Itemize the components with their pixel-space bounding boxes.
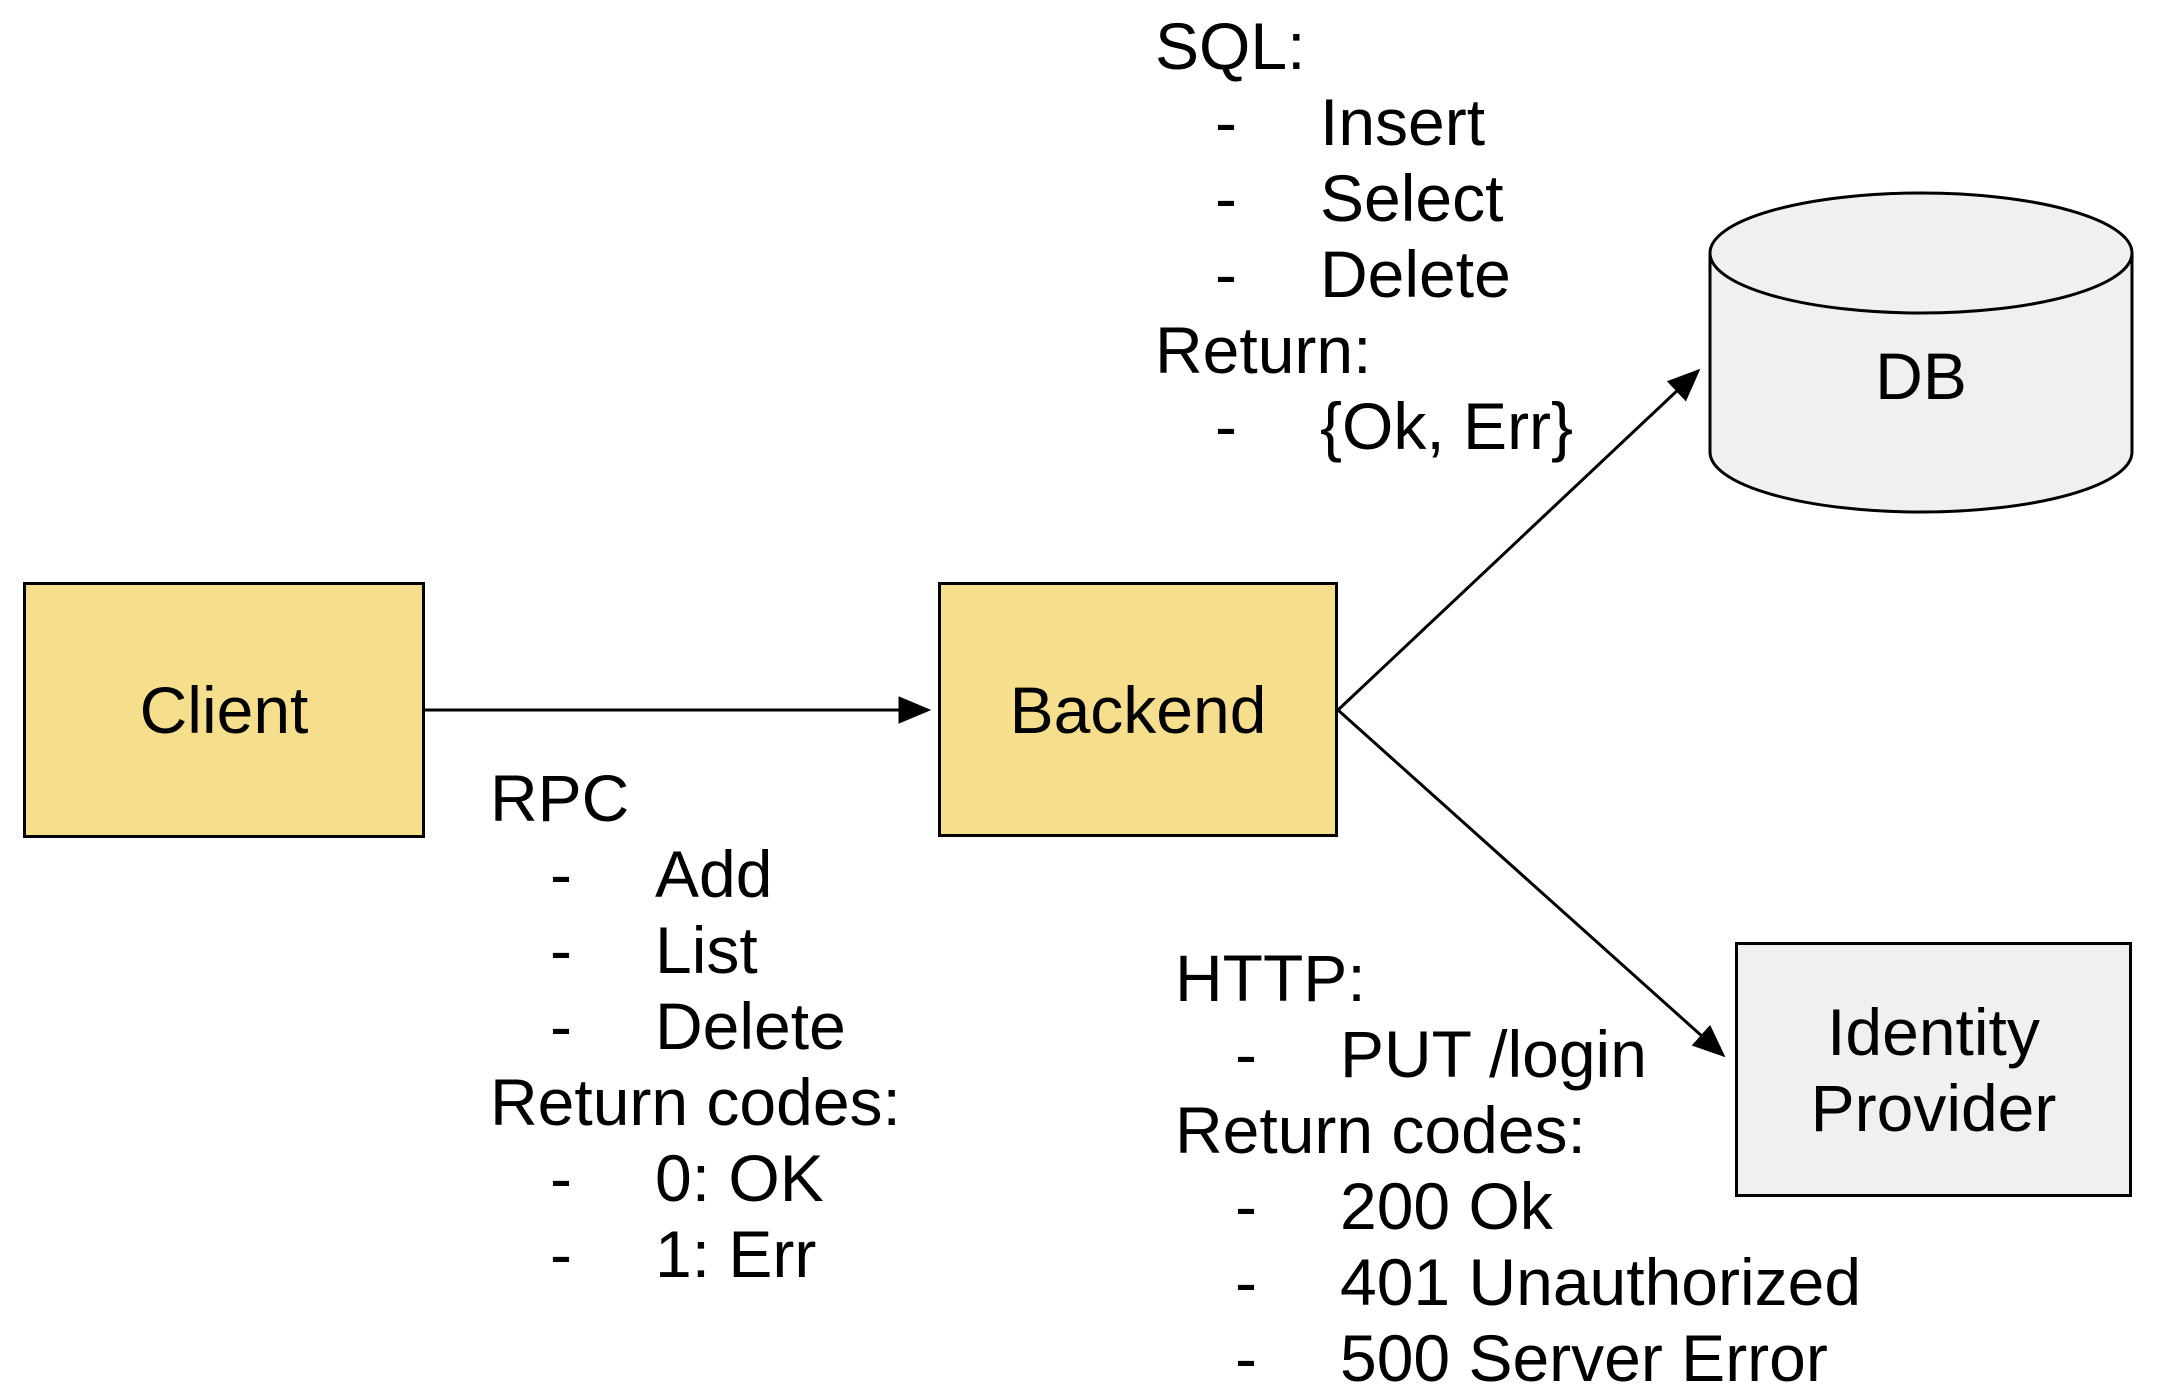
db-cylinder-body bbox=[1708, 253, 2134, 514]
node-client: Client bbox=[23, 582, 425, 838]
sql-return-title: Return: bbox=[1155, 313, 1372, 387]
sql-item: -Delete bbox=[1215, 237, 1511, 311]
db-cylinder-top bbox=[1708, 191, 2134, 315]
http-return-item: -401 Unauthorized bbox=[1235, 1245, 1862, 1319]
http-annotation: HTTP: -PUT /login Return codes: -200 Ok … bbox=[1175, 940, 1861, 1396]
node-identity-provider-label: Identity Provider bbox=[1810, 994, 2057, 1145]
rpc-item: -Delete bbox=[550, 989, 846, 1063]
rpc-item: -Add bbox=[550, 837, 773, 911]
node-backend-label: Backend bbox=[1009, 672, 1267, 747]
rpc-return-item: -0: OK bbox=[550, 1141, 824, 1215]
http-item: -PUT /login bbox=[1235, 1017, 1647, 1091]
sql-return-item: -{Ok, Err} bbox=[1215, 389, 1574, 463]
rpc-return-title: Return codes: bbox=[490, 1065, 901, 1139]
rpc-item: -List bbox=[550, 913, 758, 987]
sql-title: SQL: bbox=[1155, 9, 1306, 83]
rpc-return-item: -1: Err bbox=[550, 1217, 817, 1291]
sql-item: -Select bbox=[1215, 161, 1504, 235]
http-title: HTTP: bbox=[1175, 941, 1366, 1015]
rpc-annotation: RPC -Add -List -Delete Return codes: -0:… bbox=[490, 760, 901, 1292]
node-backend: Backend bbox=[938, 582, 1338, 837]
sql-item: -Insert bbox=[1215, 85, 1486, 159]
node-identity-provider: Identity Provider bbox=[1735, 942, 2132, 1197]
backend-to-db-arrow bbox=[1336, 368, 1701, 712]
sql-annotation: SQL: -Insert -Select -Delete Return: -{O… bbox=[1155, 8, 1573, 464]
rpc-title: RPC bbox=[490, 761, 630, 835]
backend-to-identity-provider-arrow bbox=[1336, 708, 1726, 1058]
node-client-label: Client bbox=[139, 673, 309, 747]
node-db-label: DB bbox=[1875, 339, 1967, 413]
http-return-title: Return codes: bbox=[1175, 1093, 1586, 1167]
http-return-item: -200 Ok bbox=[1235, 1169, 1553, 1243]
http-return-item: -500 Server Error bbox=[1235, 1321, 1828, 1395]
